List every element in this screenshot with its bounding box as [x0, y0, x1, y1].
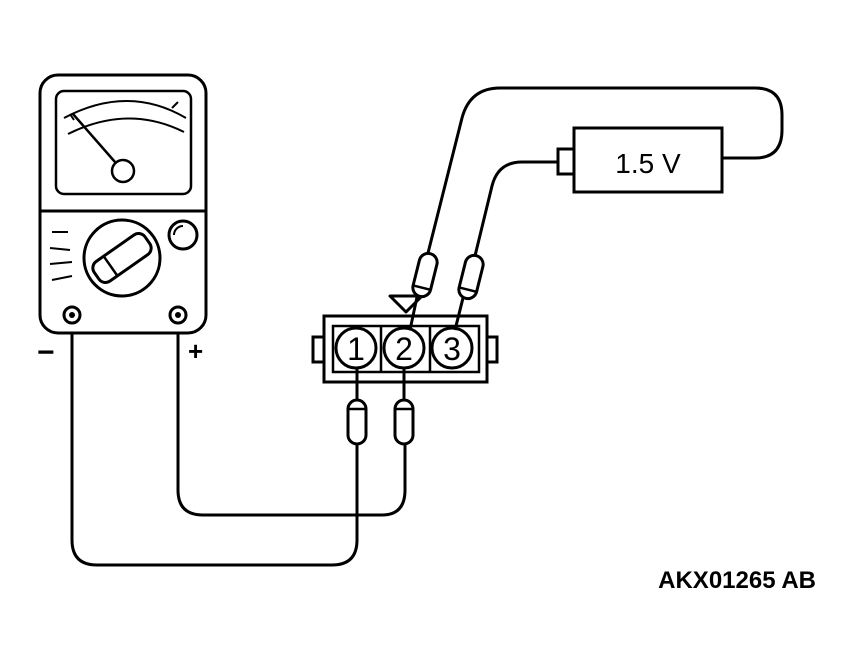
pin-1-label: 1 — [347, 331, 365, 367]
wire-battery-neg-to-pin3 — [472, 160, 558, 261]
pin-2-label: 2 — [395, 331, 413, 367]
test-probe-icon — [408, 251, 439, 331]
battery-voltage-label: 1.5 V — [615, 148, 681, 179]
connector-pin-3 — [430, 326, 474, 370]
battery-icon — [556, 126, 724, 194]
wire-meter-neg-to-pin1 — [70, 315, 359, 567]
pos-terminal-label: + — [188, 336, 203, 366]
multimeter-icon — [38, 73, 208, 335]
pin-3-label: 3 — [443, 331, 461, 367]
wire-meter-pos-to-pin2 — [176, 315, 407, 517]
test-probe-icon — [393, 368, 415, 446]
wire-battery-pos-to-pin2 — [425, 86, 784, 258]
figure-code: AKX01265 AB — [658, 567, 816, 594]
neg-terminal-label: − — [37, 336, 55, 369]
test-probe-icon — [453, 253, 485, 331]
wires — [70, 86, 784, 567]
test-probe-icon — [346, 368, 368, 446]
